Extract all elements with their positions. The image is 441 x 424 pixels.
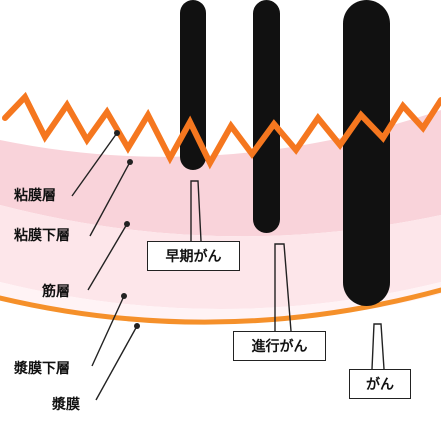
advanced-cancer-connector [274, 243, 292, 332]
serosa-label: 漿膜 [51, 396, 80, 413]
muscularis-leader-dot [124, 221, 130, 227]
subserosa-leader-dot [121, 293, 127, 299]
subserosa-leader-line [91, 295, 125, 367]
mucosa-label: 粘膜層 [14, 187, 56, 204]
mucosa-leader-line [71, 132, 118, 197]
early-cancer-connector [190, 180, 202, 242]
deep-cancer-callout: がん [349, 369, 411, 399]
submucosa-band [0, 110, 441, 237]
deep-cancer-connector [371, 323, 385, 370]
submucosa-label: 粘膜下層 [14, 227, 70, 244]
submucosa-leader-line [89, 161, 131, 237]
muscularis-leader-line [87, 223, 128, 291]
advanced-cancer-tumor [253, 0, 280, 233]
serosa-leader-line [95, 325, 138, 401]
subserosa-label: 漿膜下層 [13, 360, 70, 377]
early-cancer-callout: 早期がん [147, 241, 240, 271]
serosa-leader-dot [134, 323, 140, 329]
deep-cancer-tumor [343, 0, 390, 306]
submucosa-leader-dot [127, 159, 133, 165]
mucosa-leader-dot [114, 130, 120, 136]
mucosa-zigzag-line [2, 91, 441, 170]
serosa-line [0, 287, 441, 325]
muscularis-label: 筋層 [42, 283, 70, 300]
advanced-cancer-callout: 進行がん [233, 331, 326, 361]
